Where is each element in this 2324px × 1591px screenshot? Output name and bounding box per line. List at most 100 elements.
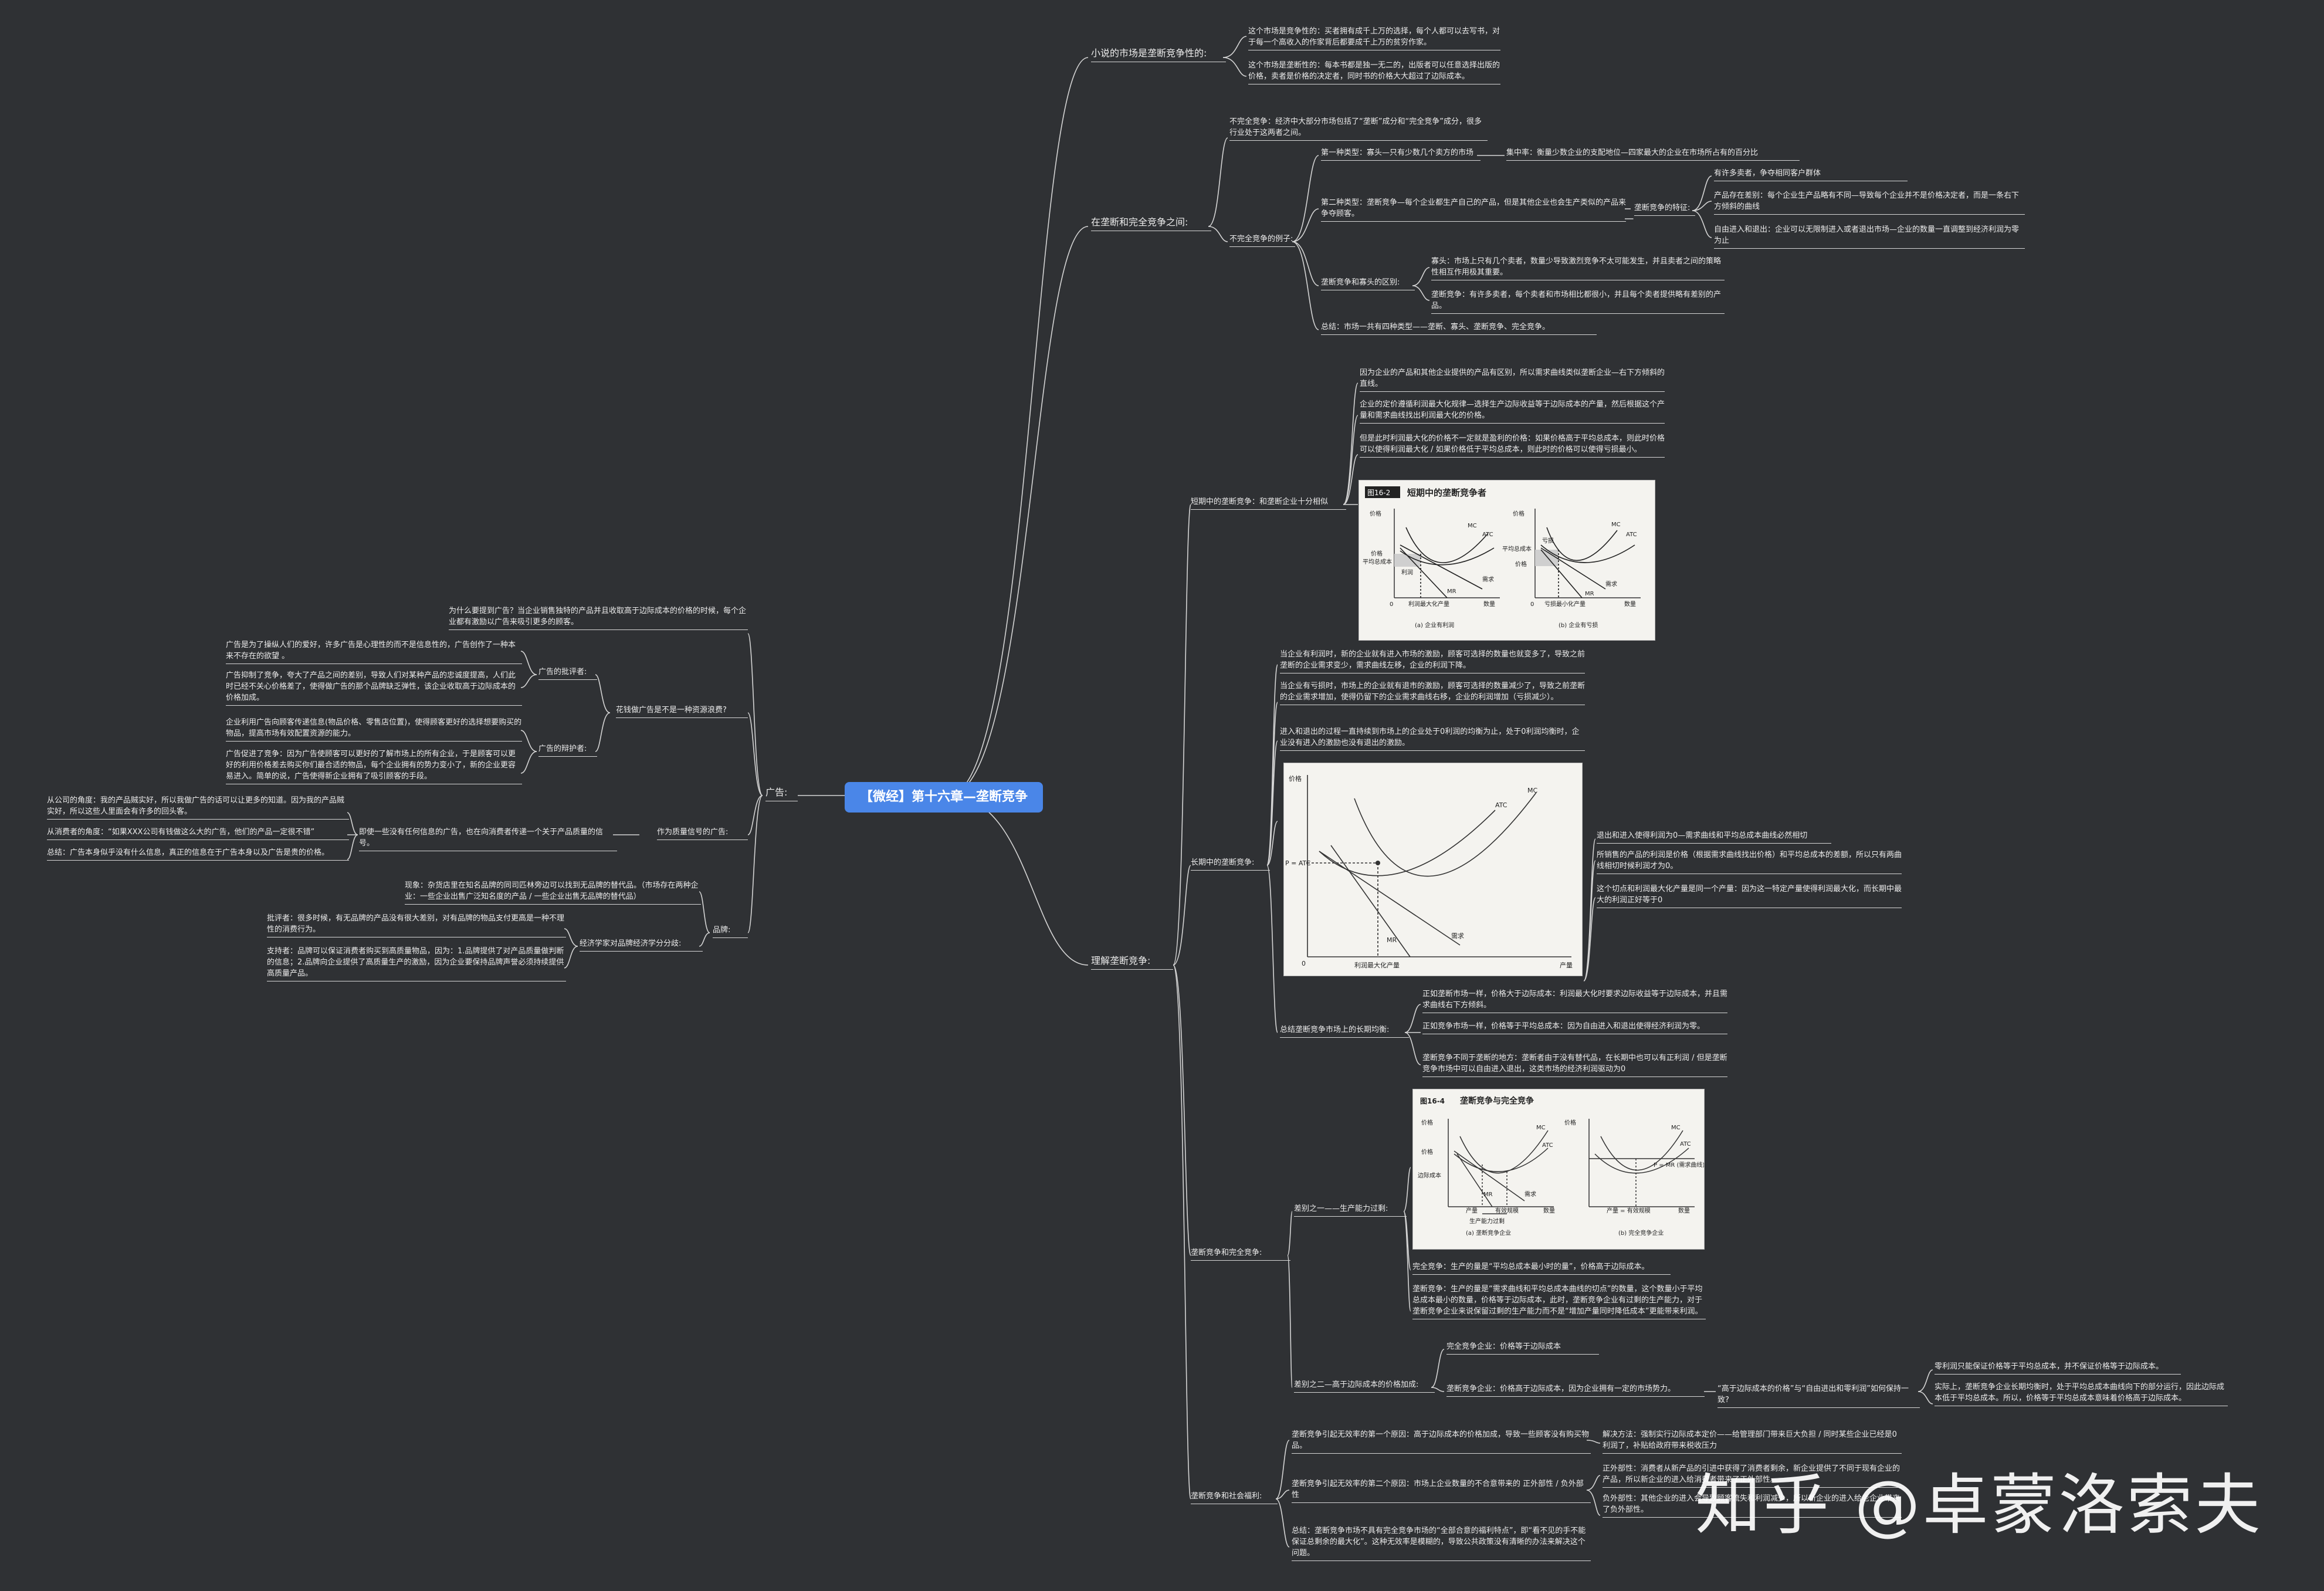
ad-waste-question[interactable]: 花钱做广告是不是一种资源浪费? bbox=[616, 705, 748, 718]
welfare-label[interactable]: 垄断竞争和社会福利: bbox=[1191, 1491, 1278, 1504]
branch-between-monopoly-competition[interactable]: 在垄断和完全竞争之间: bbox=[1091, 216, 1211, 231]
novel-item-2: 这个市场是垄断性的：每本书都是独一无二的，出版者可以任意选择出版的价格，卖者是价… bbox=[1248, 60, 1500, 84]
compare-fig-right-atc: ATC bbox=[1680, 1141, 1691, 1147]
welfare-reason-1: 垄断竞争引起无效率的第一个原因：高于边际成本的价格加成，导致一些顾客没有购买物品… bbox=[1292, 1429, 1591, 1454]
ad-critics-label[interactable]: 广告的批评者: bbox=[538, 666, 597, 680]
short-fig-left-demand: 需求 bbox=[1482, 576, 1494, 583]
short-fig-right-loss: 亏损 bbox=[1542, 537, 1554, 544]
diff2-markup-label[interactable]: 差别之二—高于边际成本的价格加成: bbox=[1294, 1379, 1435, 1393]
imperfect-examples-label[interactable]: 不完全竞争的例子: bbox=[1229, 233, 1295, 247]
mc-features-label[interactable]: 垄断竞争的特征: bbox=[1634, 202, 1695, 216]
short-fig-left-caption: (a) 企业有利润 bbox=[1415, 621, 1454, 629]
short-fig-right-atc: ATC bbox=[1626, 532, 1637, 538]
short-run-label[interactable]: 短期中的垄断竞争：和垄断企业十分相似 bbox=[1191, 496, 1346, 510]
type-monopolistic-competition: 第二种类型：垄断竞争—每个企业都生产自己的产品，但是其他企业也会生产类似的产品来… bbox=[1321, 197, 1626, 222]
compare-fig-left-price-axis: 价格 bbox=[1421, 1119, 1433, 1126]
short-fig-right-mr: MR bbox=[1585, 591, 1594, 597]
compare-fig-right-price-axis: 价格 bbox=[1564, 1119, 1576, 1126]
mc-vs-perfect-label[interactable]: 垄断竞争和完全竞争: bbox=[1191, 1247, 1290, 1261]
short-run-item-1: 因为企业的产品和其他企业提供的产品有区别，所以需求曲线类似垄断企业—右下方倾斜的… bbox=[1360, 367, 1665, 392]
short-fig-right-demand: 需求 bbox=[1605, 581, 1617, 588]
long-fig-quantity: 产量 bbox=[1560, 961, 1573, 969]
long-fig-atc: ATC bbox=[1495, 801, 1507, 809]
short-fig-left-profit: 利润 bbox=[1401, 568, 1413, 576]
compare-fig-left-price: 价格 bbox=[1421, 1148, 1433, 1156]
short-fig-left-origin: 0 bbox=[1390, 601, 1393, 608]
branch-novel-market[interactable]: 小说的市场是垄断竞争性的: bbox=[1091, 47, 1226, 62]
compare-fig-left-q: 产量 bbox=[1466, 1207, 1478, 1214]
long-run-label[interactable]: 长期中的垄断竞争: bbox=[1191, 857, 1270, 871]
short-fig-tag: 图16-2 bbox=[1367, 489, 1390, 497]
compare-fig-title: 垄断竞争与完全竞争 bbox=[1460, 1096, 1534, 1106]
long-run-item-2: 当企业有亏损时，市场上的企业就有退市的激励，顾客可选择的数量减少了，导致之前垄断… bbox=[1280, 681, 1585, 705]
diff2-question[interactable]: “高于边际成本的价格”与“自由进出和零利润”如何保持一致? bbox=[1717, 1383, 1920, 1408]
short-fig-right-q: 亏损最小化产量 bbox=[1544, 600, 1586, 608]
brand-label[interactable]: 品牌: bbox=[713, 925, 748, 938]
branch-advertising[interactable]: 广告: bbox=[765, 786, 798, 801]
ad-quality-signal-label[interactable]: 作为质量信号的广告: bbox=[657, 827, 748, 840]
branch-understanding-mc[interactable]: 理解垄断竞争: bbox=[1091, 954, 1173, 970]
diff-monopolistic-competition: 垄断竞争：有许多卖者，每个卖者和市场相比都很小，并且每个卖者提供略有差别的产品。 bbox=[1431, 289, 1725, 314]
ad-why: 为什么要提到广告？当企业销售独特的产品并且收取高于边际成本的价格的时候，每个企业… bbox=[449, 605, 748, 630]
compare-fig-right-caption: (b) 完全竞争企业 bbox=[1618, 1229, 1664, 1237]
compare-fig-left-demand: 需求 bbox=[1525, 1191, 1536, 1198]
brand-critics: 批评者：很多时候，有无品牌的产品没有很大差别，对有品牌的物品支付更高是一种不理性… bbox=[267, 913, 566, 937]
long-run-note-1: 退出和进入使得利润为0—需求曲线和平均总成本曲线必然相切 bbox=[1597, 830, 1831, 844]
short-fig-right-atc-level: 平均总成本 bbox=[1502, 545, 1532, 553]
short-fig-right-origin: 0 bbox=[1530, 601, 1534, 608]
long-run-note-2: 所销售的产品的利润是价格（根据需求曲线找出价格）和平均总成本的差额，所以只有两曲… bbox=[1597, 849, 1902, 874]
compare-fig-right-mc: MC bbox=[1671, 1125, 1681, 1131]
diff2-monopolistic: 垄断竞争企业：价格高于边际成本，因为企业拥有一定的市场势力。 bbox=[1446, 1383, 1705, 1397]
short-run-figure: 图16-2 短期中的垄断竞争者 bbox=[1359, 480, 1655, 641]
diff1-perfect-competition: 完全竞争：生产的量是“平均总成本最小时的量”，价格高于边际成本。 bbox=[1412, 1261, 1671, 1275]
short-fig-right-price-axis: 价格 bbox=[1513, 510, 1525, 517]
diff-oligopoly: 寡头：市场上只有几个卖者，数量少导致激烈竞争不太可能发生，并且卖者之间的策略性相… bbox=[1431, 256, 1725, 280]
short-fig-left-price-axis: 价格 bbox=[1370, 510, 1381, 517]
long-fig-mc: MC bbox=[1527, 787, 1537, 794]
feature-many-sellers: 有许多卖者，争夺相同客户群体 bbox=[1714, 168, 1908, 181]
novel-item-1: 这个市场是竞争性的：买者拥有成千上万的选择，每个人都可以去写书，对于每一个高收入… bbox=[1248, 26, 1500, 50]
welfare-positive-externality: 正外部性：消费者从新产品的引进中获得了消费者剩余，新企业提供了不同于现有企业的产… bbox=[1603, 1463, 1902, 1488]
compare-fig-right-q: 产量 = 有效规模 bbox=[1607, 1207, 1651, 1214]
welfare-reason-2: 垄断竞争引起无效率的第二个原因：市场上企业数量的不合意带来的 正外部性 / 负外… bbox=[1292, 1478, 1591, 1503]
compare-fig-left-atc: ATC bbox=[1542, 1142, 1553, 1149]
brand-economists-label[interactable]: 经济学家对品牌经济学分分歧: bbox=[580, 938, 703, 952]
short-fig-left-q: 利润最大化产量 bbox=[1408, 600, 1449, 608]
compare-fig-left-excess-capacity: 生产能力过剩 bbox=[1469, 1217, 1505, 1225]
diff1-excess-capacity-label[interactable]: 差别之一——生产能力过剩: bbox=[1294, 1203, 1407, 1217]
diff2-perfect: 完全竞争企业：价格等于边际成本 bbox=[1446, 1341, 1599, 1355]
welfare-solution: 解决方法：强制实行边际成本定价——给管理部门带来巨大负担 / 同时某些企业已经是… bbox=[1603, 1429, 1902, 1454]
long-fig-mr: MR bbox=[1387, 936, 1397, 944]
compare-fig-left-quantity: 数量 bbox=[1543, 1207, 1555, 1214]
mc-vs-oligopoly-label[interactable]: 垄断竞争和寡头的区别: bbox=[1321, 277, 1415, 290]
root-topic[interactable]: 【微经】第十六章—垄断竞争 bbox=[845, 782, 1044, 813]
short-fig-left-mc: MC bbox=[1468, 523, 1477, 529]
compare-fig-right-quantity: 数量 bbox=[1678, 1207, 1690, 1214]
compare-fig-left-caption: (a) 垄断竞争企业 bbox=[1466, 1229, 1511, 1237]
ad-critic-2: 广告抑制了竞争，夸大了产品之间的差别，导致人们对某种产品的忠诚度提高，人们此时已… bbox=[226, 670, 522, 706]
long-run-item-3: 进入和退出的过程一直持续到市场上的企业处于0利润的均衡为止，处于0利润均衡时，企… bbox=[1280, 726, 1585, 751]
short-fig-left-mr: MR bbox=[1447, 588, 1456, 595]
brand-phenomenon: 现象：杂货店里在知名品牌的同司匹林旁边可以找到无品牌的替代品。（市场存在两种企业… bbox=[405, 880, 701, 905]
short-fig-left-price: 价格 bbox=[1371, 550, 1383, 557]
short-fig-right-price: 价格 bbox=[1515, 560, 1527, 568]
long-fig-p-atc: P = ATC bbox=[1285, 859, 1311, 867]
short-fig-title: 短期中的垄断竞争者 bbox=[1407, 488, 1486, 498]
ad-defenders-label[interactable]: 广告的辩护者: bbox=[538, 743, 597, 757]
compare-fig-left-mc-level: 边际成本 bbox=[1418, 1172, 1441, 1179]
ad-signal-summary: 总结：广告本身似乎没有什么信息，真正的信息在于广告本身以及广告是贵的价格。 bbox=[47, 847, 349, 861]
compare-fig-right-p-mr: P = MR (需求曲线) bbox=[1654, 1161, 1704, 1169]
ad-signal-explain: 即使一些没有任何信息的广告，也在向消费者传递一个关于产品质量的信号。 bbox=[359, 827, 617, 851]
equilibrium-item-2: 正如竞争市场一样，价格等于平均总成本：因为自由进入和退出使得经济利润为零。 bbox=[1422, 1021, 1727, 1034]
short-run-item-2: 企业的定价遵循利润最大化规律—选择生产边际收益等于边际成本的产量，然后根据这个产… bbox=[1360, 399, 1665, 424]
compare-figure: 图16-4 垄断竞争与完全竞争 价格 价格 bbox=[1412, 1089, 1705, 1250]
long-run-equilibrium-label[interactable]: 总结垄断竞争市场上的长期均衡: bbox=[1280, 1024, 1409, 1038]
long-fig-origin: 0 bbox=[1302, 960, 1306, 967]
short-fig-left-quantity: 数量 bbox=[1483, 600, 1495, 608]
short-fig-right-quantity: 数量 bbox=[1624, 600, 1636, 608]
brand-supporters: 支持者：品牌可以保证消费者购买到高质量物品，因为：1.品牌提供了对产品质量做判断… bbox=[267, 946, 566, 981]
market-types-summary: 总结：市场一共有四种类型——垄断、寡头、垄断竞争、完全竞争。 bbox=[1321, 321, 1597, 335]
long-fig-demand: 需求 bbox=[1451, 932, 1464, 940]
long-run-note-3: 这个切点和利润最大化产量是同一个产量：因为这一特定产量使得利润最大化，而长期中最… bbox=[1597, 883, 1902, 908]
short-fig-right-caption: (b) 企业有亏损 bbox=[1559, 621, 1598, 629]
